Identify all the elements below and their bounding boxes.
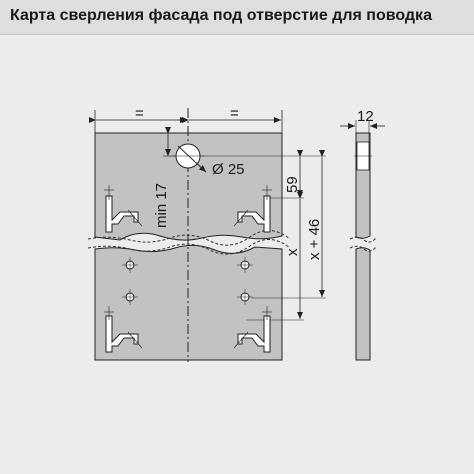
break-line-bottom [87, 239, 291, 255]
break-line-top [87, 230, 291, 246]
mounting-holes [122, 257, 253, 305]
dim-12-label: 12 [357, 108, 374, 125]
diagram-title: Карта сверления фасада под отверстие для… [10, 7, 432, 24]
bracket-bottom-left [104, 306, 143, 353]
diameter-label: Ø 25 [212, 161, 245, 178]
bracket-top-right [233, 185, 272, 233]
dim-x46-label: x + 46 [306, 219, 323, 260]
diameter-leader [177, 145, 207, 173]
dim-x-label: x [284, 248, 301, 256]
dim-59-label: 59 [284, 176, 301, 193]
min-17-label: min 17 [153, 183, 170, 228]
bracket-top-left [104, 185, 143, 233]
side-view-lower [355, 247, 371, 361]
equal-label-right: = [230, 105, 239, 122]
bracket-bottom-right [233, 306, 272, 353]
title-bar: Карта сверления фасада под отверстие для… [0, 0, 474, 35]
equal-label-left: = [135, 105, 144, 122]
